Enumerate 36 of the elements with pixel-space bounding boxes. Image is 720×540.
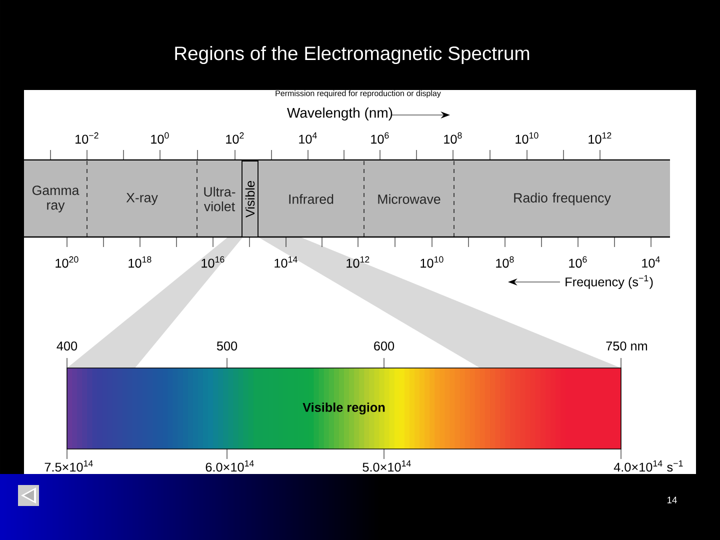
- axis-title: Wavelength (nm): [287, 107, 392, 121]
- tick-label: 4.0×10$^{14}$ s$^{−1}$: [614, 460, 683, 472]
- slide-title: Regions of the Electromagnetic Spectrum: [175, 46, 530, 64]
- visible-spectrum-bar: Visible region: [66, 368, 622, 450]
- tick-label: 10$^{4}$: [642, 256, 660, 268]
- tick-label: 10$^{6}$: [569, 256, 587, 268]
- tick-label: 10$^{18}$: [128, 256, 152, 268]
- tick-label: 10$^{0}$: [151, 132, 169, 144]
- tick-label: 10$^{20}$: [56, 256, 78, 268]
- tick-label: 400: [56, 342, 78, 350]
- tick-label: 600: [374, 342, 394, 350]
- tick-label: 10$^{8}$: [496, 256, 514, 268]
- tick-label: 10$^{2}$: [226, 132, 244, 144]
- tick-label: 7.5×10$^{14}$: [44, 460, 93, 472]
- band-region: X-ray: [126, 193, 158, 205]
- tick-label: 10$^{12}$: [346, 256, 370, 268]
- band-region: Ultra-violet: [204, 186, 236, 212]
- tick-label: 10$^{16}$: [202, 256, 224, 268]
- tick-label: 10$^{−2}$: [76, 132, 98, 144]
- tick-label: 750 nm: [606, 342, 647, 350]
- tick-label: 10$^{10}$: [516, 132, 538, 144]
- tick-label: 500: [216, 342, 238, 350]
- band-region: Gamma ray: [32, 186, 80, 212]
- band-region: Radio frequency: [514, 192, 611, 206]
- tick-label: 10$^{4}$: [299, 132, 317, 144]
- band-region: Visible: [242, 160, 258, 238]
- axis-title: Frequency (s$^{−1}$): [566, 275, 653, 289]
- tick-label: 10$^{12}$: [588, 132, 612, 144]
- band-region: Microwave: [378, 194, 440, 204]
- tick-label: 10$^{6}$: [371, 132, 389, 144]
- page-number: 14: [668, 496, 677, 504]
- tick-label: 10$^{10}$: [420, 256, 444, 268]
- copyright-note: Permission required for reproduction or display: [276, 90, 441, 98]
- band-region: Infrared: [289, 194, 334, 204]
- tick-label: 10$^{8}$: [444, 132, 462, 144]
- tick-label: 10$^{14}$: [274, 256, 298, 268]
